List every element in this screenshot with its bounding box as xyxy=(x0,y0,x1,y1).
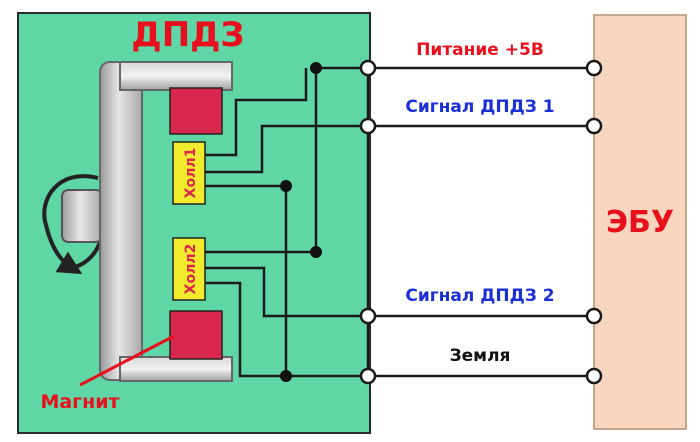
hall-sensor-1-label: Холл1 xyxy=(183,148,199,199)
hall-1-power-lead xyxy=(205,68,308,157)
ecu-body xyxy=(593,14,687,430)
pin-ground-ecu xyxy=(585,367,603,385)
ground-wire-label: Земля xyxy=(450,346,511,366)
junction-dots xyxy=(280,62,322,382)
sensor-title: ДПДЗ xyxy=(131,15,244,55)
pin-signal-1-sensor xyxy=(359,117,377,135)
connector-pins xyxy=(359,59,603,385)
hall-sensor-1 xyxy=(172,141,206,205)
magnet-holder xyxy=(99,61,233,382)
pin-signal-2-sensor xyxy=(359,307,377,325)
power-wire-label: Питание +5В xyxy=(416,40,544,60)
magnet-bottom xyxy=(169,310,223,360)
magnet-top xyxy=(169,87,223,135)
wiring xyxy=(205,66,594,378)
pin-power-sensor xyxy=(359,59,377,77)
hall-2-ground-lead xyxy=(205,281,594,378)
signal-2-wire-label: Сигнал ДПДЗ 2 xyxy=(405,286,554,306)
signal-1-wire xyxy=(205,124,594,174)
magnet-label: Магнит xyxy=(40,391,119,413)
pin-signal-1-ecu xyxy=(585,117,603,135)
hall-sensor-2-label: Холл2 xyxy=(183,244,199,295)
pin-signal-2-ecu xyxy=(585,307,603,325)
signal-1-wire-label: Сигнал ДПДЗ 1 xyxy=(405,97,554,117)
shaft-stub xyxy=(61,189,103,243)
pin-ground-sensor xyxy=(359,367,377,385)
signal-2-wire xyxy=(205,266,594,318)
pin-power-ecu xyxy=(585,59,603,77)
magnet-pointer-line xyxy=(79,334,175,387)
ecu-label: ЭБУ xyxy=(606,205,674,240)
